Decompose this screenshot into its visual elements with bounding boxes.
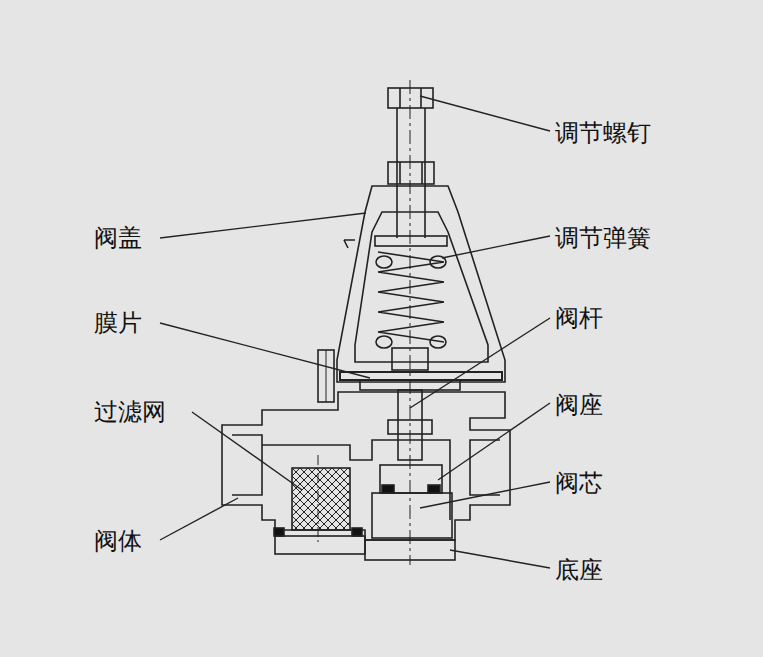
part-label: 阀杆 xyxy=(555,305,603,331)
part-label: 阀芯 xyxy=(555,470,603,496)
part-label: 阀体 xyxy=(94,528,142,554)
part-label: 阀座 xyxy=(555,392,603,418)
part-label: 过滤网 xyxy=(94,399,166,425)
part-label: 膜片 xyxy=(94,310,142,336)
part-label: 底座 xyxy=(555,557,603,583)
part-label: 调节弹簧 xyxy=(555,225,651,251)
part-label: 调节螺钉 xyxy=(555,120,651,146)
part-label: 阀盖 xyxy=(94,225,142,251)
